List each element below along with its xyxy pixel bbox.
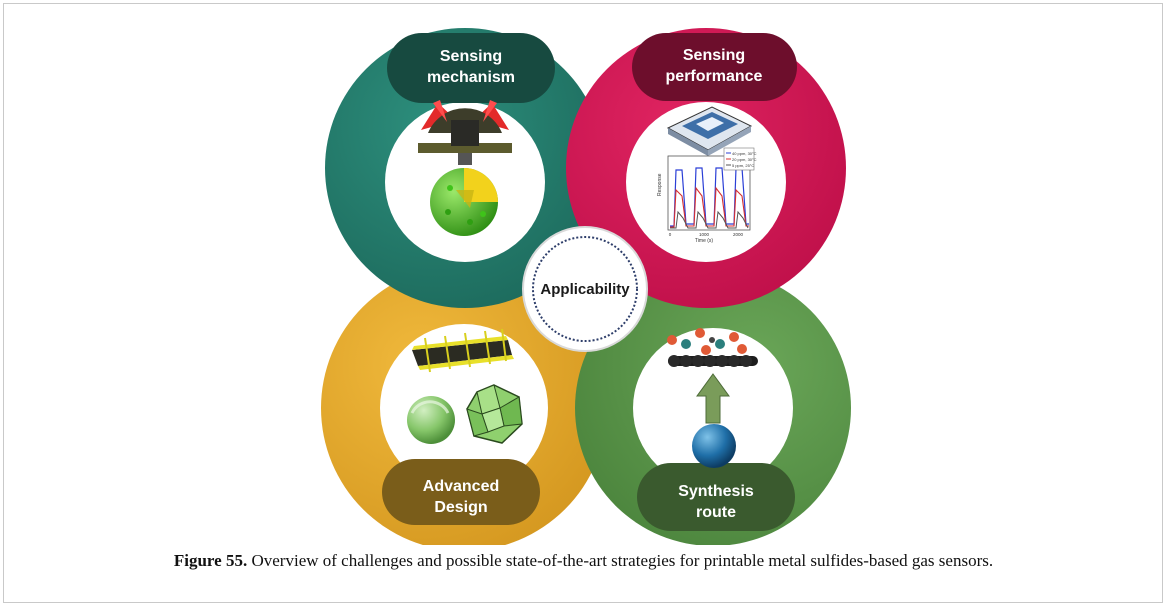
- applicability-center: Applicability: [522, 226, 648, 352]
- challenges-diagram: Sensing mechanism Sensing performance Ad…: [321, 28, 851, 545]
- legend-entry-3: 5 ppm, 25°C: [732, 163, 754, 168]
- nanoparticle-cutaway-icon: [430, 168, 498, 236]
- applicability-label: Applicability: [540, 281, 630, 298]
- molecule-on-graphene-icon: [667, 328, 758, 367]
- blue-sphere-icon: [692, 424, 736, 468]
- x-tick-2000: 2000: [733, 232, 744, 237]
- sensing-mechanism-title-line2: mechanism: [427, 69, 515, 86]
- synthesis-route-tab: Synthesis route: [637, 463, 795, 531]
- synthesis-arrow-icon: [696, 373, 730, 424]
- figure-caption: Figure 55. Overview of challenges and po…: [0, 551, 1167, 571]
- advanced-design-title-line2: Design: [434, 499, 487, 516]
- figure-label: Figure 55.: [173, 551, 248, 570]
- nanosheet-array-icon: [412, 328, 514, 373]
- figure-caption-text: Overview of challenges and possible stat…: [247, 551, 994, 570]
- response-curve-gray: [670, 210, 749, 229]
- sensor-chip-icon: [666, 106, 753, 156]
- sensing-mechanism-title-line1: Sensing: [440, 48, 502, 65]
- sensing-performance-title-line2: performance: [666, 68, 763, 85]
- icosahedron-icon: [466, 384, 523, 444]
- legend-entry-2: 20 ppm, 30°C: [732, 157, 757, 162]
- response-curve-red: [670, 186, 749, 228]
- advanced-design-tab: Advanced Design: [382, 459, 540, 525]
- response-curve-chart: Response Time (s) 0 1000 2000 40 ppm, 30…: [657, 147, 757, 244]
- advanced-design-title-line1: Advanced: [423, 478, 499, 495]
- time-axis-label: Time (s): [695, 238, 713, 244]
- synthesis-route-title-line2: route: [696, 504, 736, 521]
- synthesis-route-title-line1: Synthesis: [678, 483, 754, 500]
- sensing-mechanism-tab: Sensing mechanism: [387, 33, 555, 103]
- sensing-performance-title-line1: Sensing: [683, 47, 745, 64]
- x-tick-0: 0: [669, 232, 672, 237]
- sensor-device-icon: [418, 100, 512, 165]
- legend-entry-1: 40 ppm, 30°C: [732, 151, 757, 156]
- sensing-performance-tab: Sensing performance: [632, 33, 797, 101]
- hollow-sphere-icon: [407, 396, 455, 444]
- x-tick-1000: 1000: [699, 232, 710, 237]
- response-axis-label: Response: [657, 173, 663, 196]
